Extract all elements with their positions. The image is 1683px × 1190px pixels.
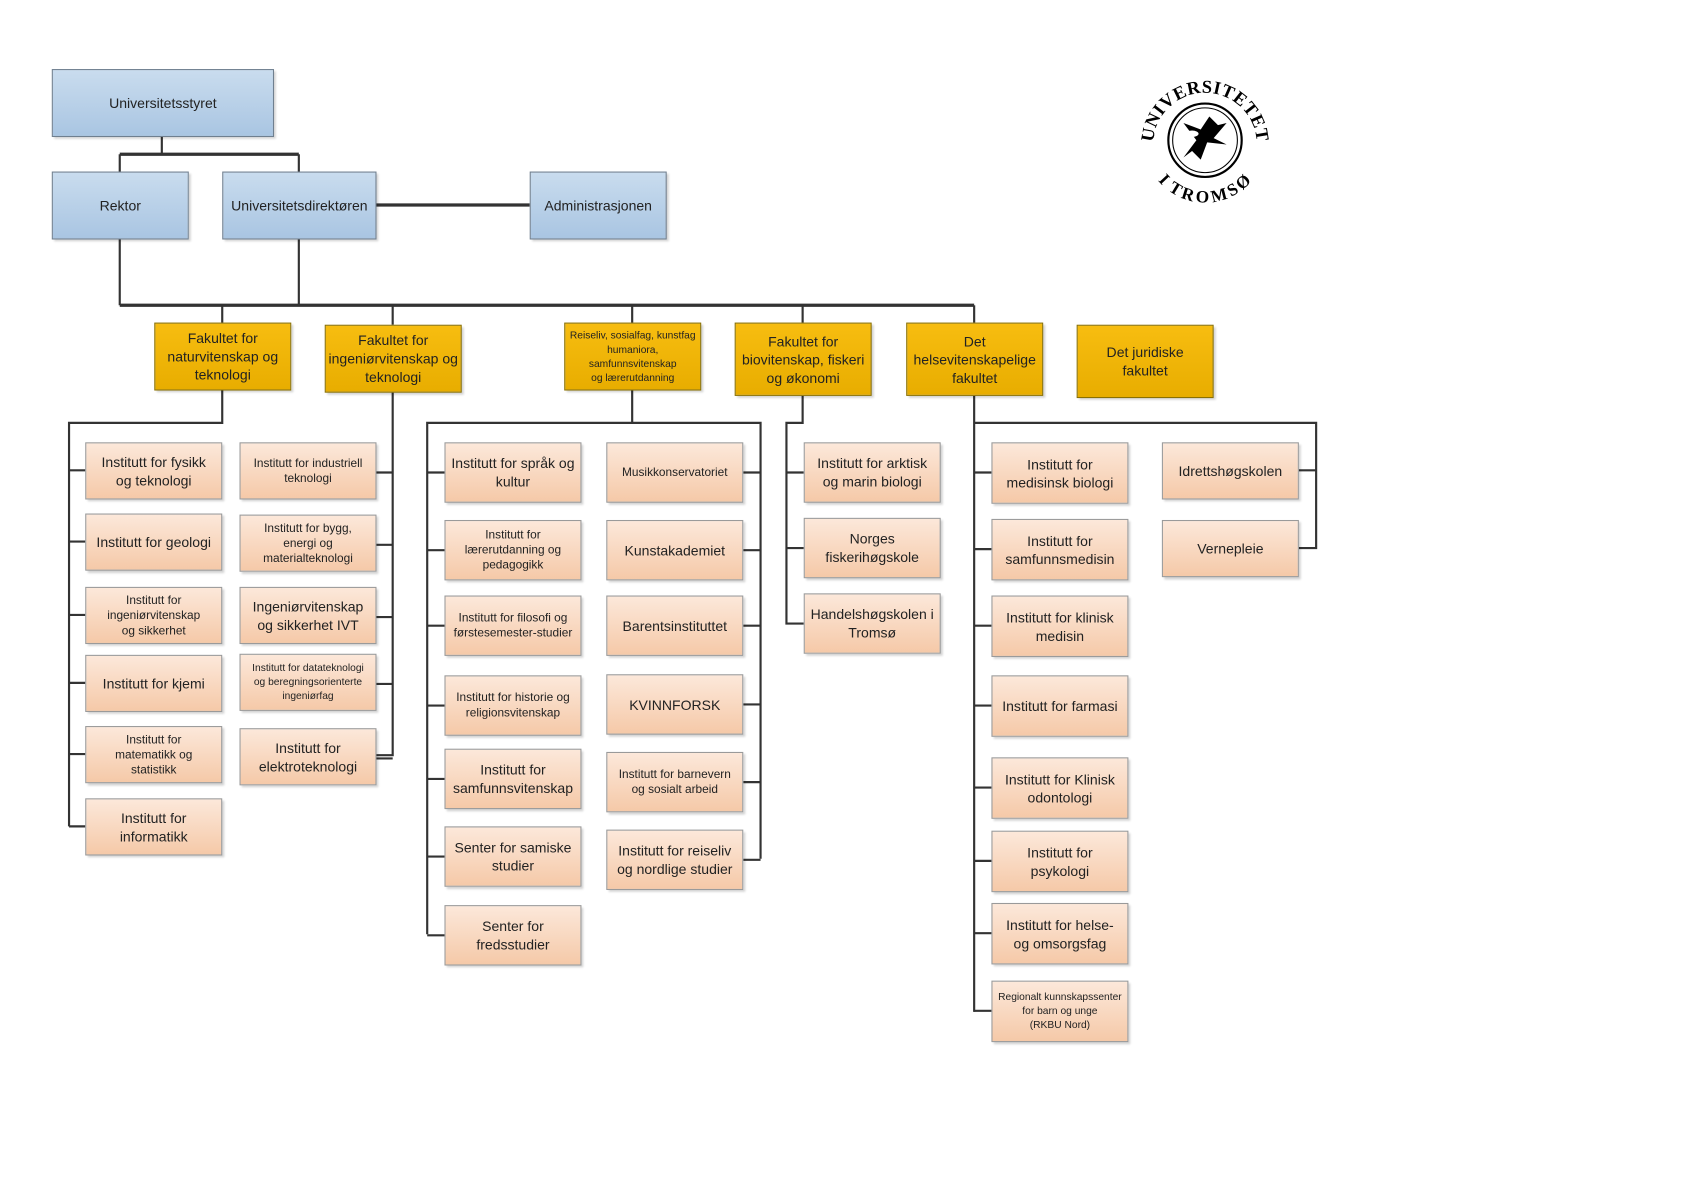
faculty-box[interactable]: Fakultet for biovitenskap, fiskeri og øk… [734,322,872,396]
department-box[interactable]: Institutt for klinisk medisin [991,595,1129,657]
department-box[interactable]: Institutt for industriell teknologi [239,442,377,500]
department-box[interactable]: Institutt for informatikk [85,798,223,856]
university-seal-logo: UNIVERSITETET I TROMSØ [1138,77,1272,207]
department-box[interactable]: Institutt for bygg, energi og materialte… [239,514,377,572]
board-box[interactable]: Universitetsstyret [51,69,275,138]
director-box[interactable]: Universitetsdirektøren [222,171,377,240]
administration-box[interactable]: Administrasjonen [529,171,667,240]
department-box[interactable]: Institutt for elektroteknologi [239,728,377,786]
faculty-box[interactable]: Det juridiske fakultet [1076,324,1214,399]
department-box[interactable]: Institutt for matematikk og statistikk [85,726,223,784]
department-box[interactable]: Institutt for medisinsk biologi [991,442,1129,504]
department-box[interactable]: Institutt for geologi [85,513,223,571]
department-box[interactable]: Norges fiskerihøgskole [803,517,941,579]
department-box[interactable]: Institutt for lærerutdanning og pedagogi… [444,519,582,581]
rector-box[interactable]: Rektor [51,171,189,240]
department-box[interactable]: Musikkonservatoriet [606,442,744,503]
department-box[interactable]: KVINNFORSK [606,674,744,735]
department-box[interactable]: Kunstakademiet [606,519,744,581]
department-box[interactable]: Institutt for filosofi og førstesemester… [444,595,582,656]
department-box[interactable]: Institutt for psykologi [991,830,1129,893]
department-box[interactable]: Senter for samiske studier [444,826,582,887]
svg-text:I TROMSØ: I TROMSØ [1155,170,1255,206]
department-box[interactable]: Vernepleie [1161,519,1299,578]
department-box[interactable]: Institutt for samfunnsvitenskap [444,748,582,810]
connector-line [785,395,804,625]
department-box[interactable]: Ingeniørvitenskap og sikkerhet IVT [239,586,377,645]
department-box[interactable]: Institutt for farmasi [991,675,1129,737]
department-box[interactable]: Handelshøgskolen i Tromsø [803,593,941,654]
department-box[interactable]: Barentsinstituttet [606,595,744,656]
connector-line [67,390,224,827]
connector-line [426,421,762,935]
department-box[interactable]: Institutt for ingeniørvitenskap og sikke… [85,586,223,645]
department-box[interactable]: Senter for fredsstudier [444,905,582,966]
department-box[interactable]: Idrettshøgskolen [1161,442,1299,500]
connector-line [974,421,1318,550]
faculty-box[interactable]: Det helsevitenskapelige fakultet [906,322,1044,396]
department-box[interactable]: Institutt for språk og kultur [444,442,582,503]
department-box[interactable]: Institutt for historie og religionsviten… [444,675,582,736]
department-box[interactable]: Institutt for kjemi [85,654,223,713]
department-box[interactable]: Institutt for arktisk og marin biologi [803,442,941,503]
department-box[interactable]: Institutt for samfunnsmedisin [991,518,1129,581]
department-box[interactable]: Institutt for datateknologi og beregning… [239,653,377,711]
connector-line [376,392,394,757]
department-box[interactable]: Institutt for Klinisk odontologi [991,757,1129,819]
department-box[interactable]: Regionalt kunnskapssenter for barn og un… [991,980,1129,1043]
department-box[interactable]: Institutt for fysikk og teknologi [85,442,223,500]
faculty-box[interactable]: Fakultet for naturvitenskap og teknologi [154,322,292,391]
faculty-box[interactable]: Reiseliv, sosialfag, kunstfag humaniora,… [564,322,702,391]
faculty-box[interactable]: Fakultet for ingeniørvitenskap og teknol… [324,324,462,393]
department-box[interactable]: Institutt for helse- og omsorgsfag [991,902,1129,965]
department-box[interactable]: Institutt for reiseliv og nordlige studi… [606,829,744,891]
department-box[interactable]: Institutt for barnevern og sosialt arbei… [606,751,744,813]
